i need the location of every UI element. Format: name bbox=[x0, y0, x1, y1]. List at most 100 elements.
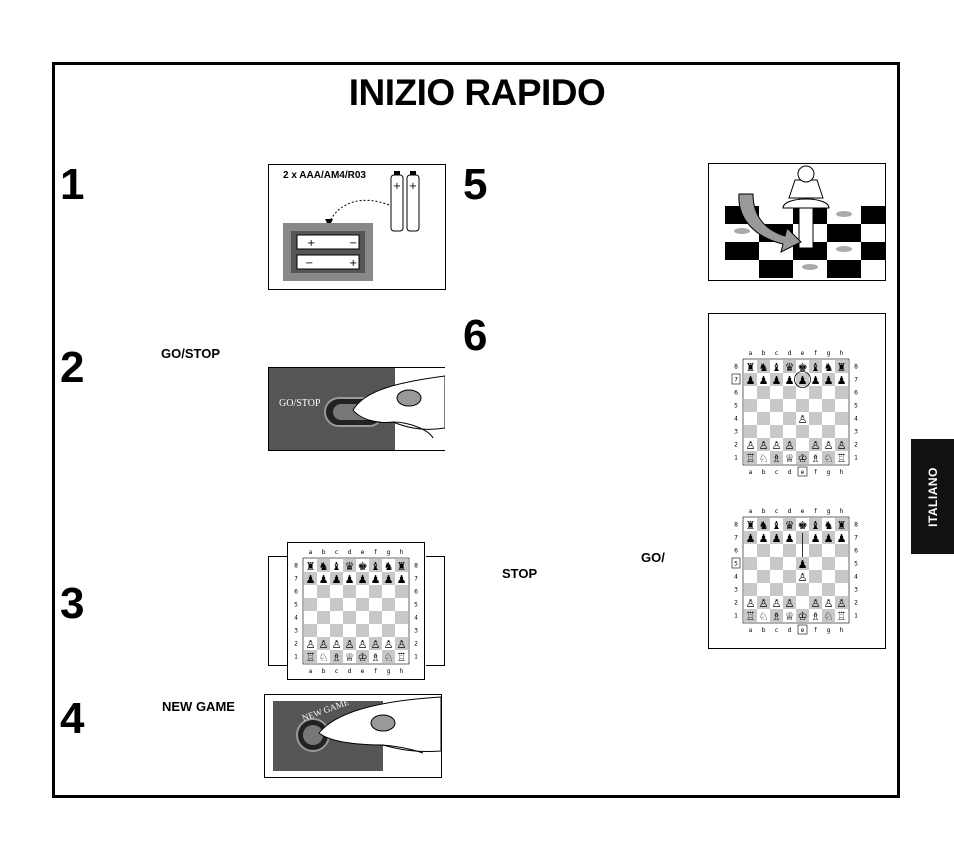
chess-piece-icon: ♙ bbox=[837, 439, 847, 452]
chess-piece-icon: ♟ bbox=[837, 532, 847, 545]
chess-piece-icon: ♘ bbox=[319, 651, 329, 664]
chess-piece-icon: ♙ bbox=[746, 439, 756, 452]
battery-compartment-icon: + − − + bbox=[283, 223, 373, 281]
file-label: e bbox=[801, 469, 805, 476]
file-label: d bbox=[348, 549, 352, 556]
chess-piece-icon: ♟ bbox=[811, 374, 821, 387]
file-label: f bbox=[374, 549, 377, 556]
file-label: b bbox=[762, 350, 766, 357]
rank-label: 2 bbox=[854, 442, 858, 449]
chess-piece-icon: ♟ bbox=[785, 374, 795, 387]
rank-label: 4 bbox=[294, 615, 298, 622]
file-label: f bbox=[814, 350, 817, 357]
chess-piece-icon: ♖ bbox=[306, 651, 316, 664]
rank-label: 7 bbox=[854, 377, 858, 384]
chess-piece-icon: ♛ bbox=[345, 560, 355, 573]
file-label: c bbox=[775, 350, 778, 357]
chess-piece-icon: ♟ bbox=[345, 573, 355, 586]
step6-label-go: GO/ bbox=[641, 550, 665, 565]
file-label: b bbox=[322, 549, 326, 556]
left-bracket bbox=[268, 556, 287, 666]
go-stop-illustration: GO/STOP bbox=[268, 367, 445, 451]
rank-label: 7 bbox=[854, 535, 858, 542]
file-label: h bbox=[840, 469, 844, 476]
chess-piece-icon: ♗ bbox=[371, 651, 381, 664]
rank-label: 6 bbox=[734, 390, 738, 397]
rank-label: 1 bbox=[854, 455, 858, 462]
chess-piece-icon: ♝ bbox=[772, 519, 782, 532]
chess-piece-icon: ♔ bbox=[798, 452, 808, 465]
chess-piece-icon: ♙ bbox=[824, 439, 834, 452]
chess-piece-icon: ♗ bbox=[332, 651, 342, 664]
chess-piece-icon: ♜ bbox=[837, 519, 847, 532]
chess-piece-icon: ♖ bbox=[837, 610, 847, 623]
file-label: a bbox=[749, 508, 753, 515]
chess-piece-icon: ♝ bbox=[371, 560, 381, 573]
rank-label: 8 bbox=[294, 563, 298, 570]
rank-label: 6 bbox=[734, 548, 738, 555]
file-label: d bbox=[788, 627, 792, 634]
chess-piece-icon: ♙ bbox=[811, 439, 821, 452]
file-label: c bbox=[775, 508, 778, 515]
file-label: e bbox=[801, 508, 805, 515]
chess-piece-icon: ♟ bbox=[746, 532, 756, 545]
svg-text:+: + bbox=[349, 258, 357, 269]
chess-piece-icon: ♙ bbox=[837, 597, 847, 610]
file-label: h bbox=[840, 627, 844, 634]
chess-piece-icon: ♟ bbox=[837, 374, 847, 387]
file-label: c bbox=[775, 627, 778, 634]
rank-label: 3 bbox=[414, 628, 418, 635]
file-label: g bbox=[387, 549, 391, 556]
chess-piece-icon: ♚ bbox=[358, 560, 368, 573]
step4-label: NEW GAME bbox=[162, 699, 235, 714]
file-label: e bbox=[361, 549, 365, 556]
rank-label: 6 bbox=[414, 589, 418, 596]
chess-piece-icon: ♛ bbox=[785, 519, 795, 532]
go-stop-button-text: GO/STOP bbox=[279, 398, 321, 409]
rank-label: 8 bbox=[734, 522, 738, 529]
chess-piece-icon: ♙ bbox=[785, 597, 795, 610]
rank-label: 1 bbox=[854, 613, 858, 620]
chess-piece-icon: ♙ bbox=[319, 638, 329, 651]
chess-piece-icon: ♟ bbox=[746, 374, 756, 387]
rank-label: 8 bbox=[854, 364, 858, 371]
rank-label: 8 bbox=[414, 563, 418, 570]
rank-label: 4 bbox=[854, 416, 858, 423]
rank-label: 3 bbox=[734, 429, 738, 436]
chess-piece-icon: ♘ bbox=[759, 452, 769, 465]
file-label: h bbox=[840, 350, 844, 357]
file-label: b bbox=[762, 627, 766, 634]
file-label: f bbox=[814, 469, 817, 476]
rank-label: 2 bbox=[734, 442, 738, 449]
chess-piece-icon: ♖ bbox=[746, 452, 756, 465]
file-label: e bbox=[801, 350, 805, 357]
chess-piece-icon: ♗ bbox=[772, 610, 782, 623]
rank-label: 4 bbox=[854, 574, 858, 581]
new-game-illustration: NEW GAME bbox=[264, 694, 442, 778]
chess-piece-icon: ♟ bbox=[306, 573, 316, 586]
step-number-3: 3 bbox=[60, 579, 85, 628]
file-label: g bbox=[827, 350, 831, 357]
chess-piece-icon: ♜ bbox=[397, 560, 407, 573]
chess-piece-icon: ♙ bbox=[811, 597, 821, 610]
step-number-1: 1 bbox=[60, 160, 85, 209]
chess-piece-icon: ♘ bbox=[759, 610, 769, 623]
file-label: g bbox=[827, 627, 831, 634]
chess-piece-icon: ♟ bbox=[772, 374, 782, 387]
file-label: g bbox=[827, 508, 831, 515]
rank-label: 7 bbox=[414, 576, 418, 583]
rank-label: 1 bbox=[414, 654, 418, 661]
chess-piece-icon: ♟ bbox=[397, 573, 407, 586]
finger-press-icon bbox=[352, 375, 445, 439]
rank-label: 2 bbox=[734, 600, 738, 607]
file-label: h bbox=[840, 508, 844, 515]
svg-text:+: + bbox=[393, 181, 401, 192]
finger-press-icon bbox=[318, 696, 441, 754]
chess-piece-icon: ♜ bbox=[746, 361, 756, 374]
file-label: d bbox=[788, 350, 792, 357]
file-label: d bbox=[348, 668, 352, 675]
chess-piece-icon: ♖ bbox=[746, 610, 756, 623]
rank-label: 3 bbox=[854, 429, 858, 436]
